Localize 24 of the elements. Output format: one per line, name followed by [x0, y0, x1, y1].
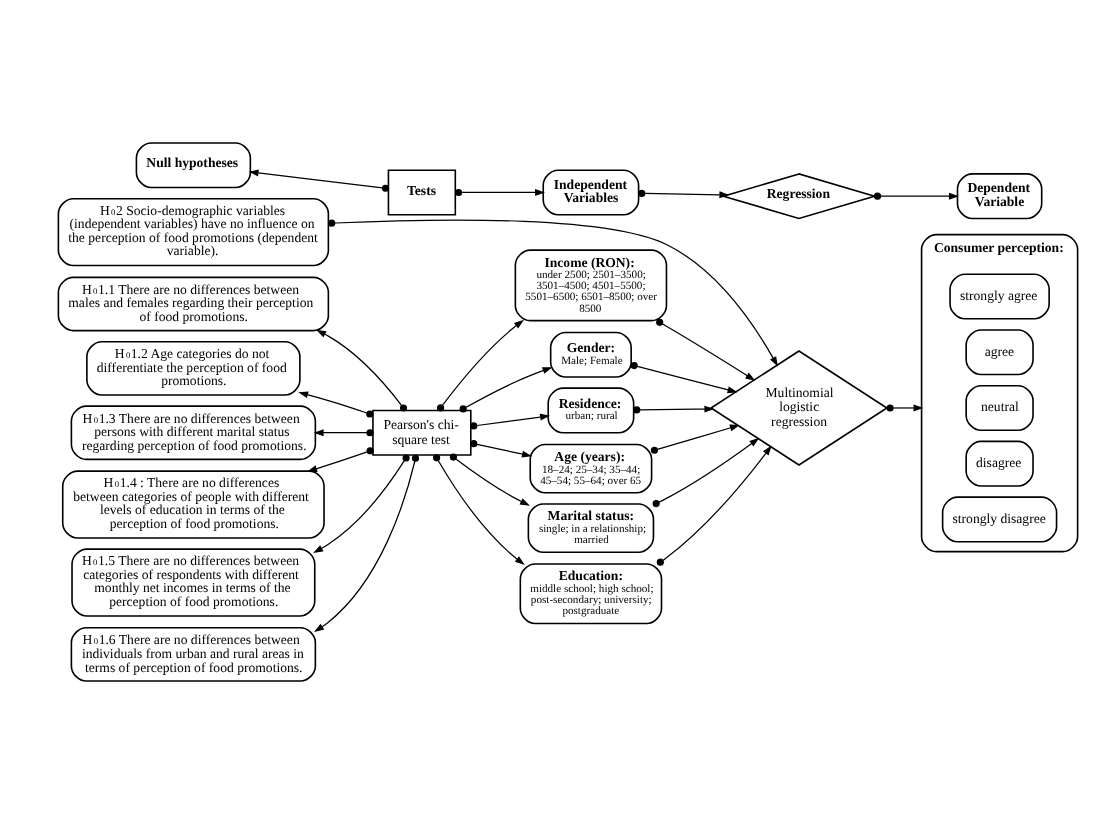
arrow: [437, 318, 524, 411]
arrow: [248, 168, 390, 191]
arrow: [470, 439, 532, 457]
arrow: [313, 428, 374, 436]
arrow: [459, 366, 553, 412]
arrow: [455, 187, 545, 196]
arrow: [328, 218, 778, 366]
arrow: [656, 317, 756, 380]
arrow: [298, 390, 374, 417]
arrow: [638, 188, 730, 198]
arrow: [314, 453, 420, 631]
arrow: [886, 403, 924, 411]
arrow: [650, 423, 740, 453]
arrow: [307, 446, 374, 471]
arrow: [873, 191, 959, 199]
arrow: [316, 328, 408, 411]
arrow: [313, 453, 410, 553]
arrow: [633, 404, 715, 413]
arrow: [470, 412, 551, 429]
arrow: [449, 452, 530, 505]
arrow: [656, 444, 772, 565]
arrow: [433, 453, 525, 564]
arrow: [630, 361, 738, 393]
arrow: [652, 436, 760, 507]
